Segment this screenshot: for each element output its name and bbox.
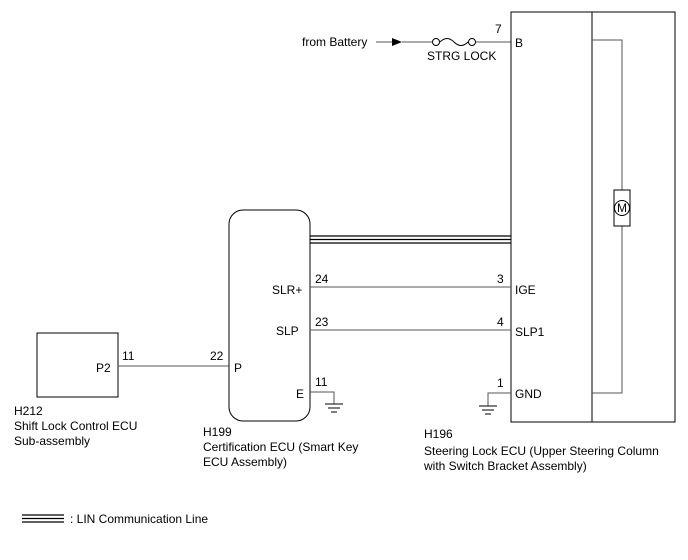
pin-e-label: E	[296, 387, 304, 401]
pin-b-label: B	[515, 36, 523, 50]
legend-lin-symbol	[22, 514, 64, 523]
pin-slr-label: SLR+	[272, 283, 302, 297]
certification-ecu-box	[228, 209, 311, 422]
motor-symbol: M	[617, 201, 627, 215]
cert-ecu-code: H199	[203, 425, 232, 439]
pin-slr-num: 24	[315, 272, 329, 286]
shift-ecu-code: H212	[14, 404, 43, 418]
pin-gnd-label: GND	[515, 387, 542, 401]
motor-icon	[614, 200, 630, 216]
pin-p2-num: 11	[122, 349, 135, 363]
battery-label: from Battery	[302, 35, 367, 49]
fuse-symbol	[432, 38, 511, 46]
lin-communication-line	[310, 235, 511, 244]
battery-arrow	[376, 38, 432, 46]
pin-ige-num: 3	[497, 272, 504, 286]
steer-ecu-name-line2: with Switch Bracket Assembly)	[423, 459, 587, 473]
pin-slp-label: SLP	[276, 324, 299, 338]
steering-lock-ecu-box	[510, 11, 676, 423]
pin-e-num: 11	[315, 375, 328, 389]
steer-ecu-name-line1: Steering Lock ECU (Upper Steering Column	[424, 444, 659, 458]
cert-ecu-name-line1: Certification ECU (Smart Key	[203, 440, 358, 454]
shift-ecu-name-line1: Shift Lock Control ECU	[14, 419, 137, 433]
pin-ige-label: IGE	[515, 283, 536, 297]
cert-ecu-name-line2: ECU Assembly)	[203, 455, 287, 469]
shift-ecu-name-line2: Sub-assembly	[14, 434, 90, 448]
pin-p-label: P	[234, 361, 242, 375]
pin-slp-num: 23	[315, 315, 329, 329]
pin-slp1-label: SLP1	[515, 325, 545, 339]
shift-lock-ecu-box	[36, 332, 119, 398]
steering-ground-symbol	[479, 392, 511, 415]
pin-b-num: 7	[495, 22, 502, 36]
pin-p-num: 22	[210, 349, 224, 363]
pin-p2-label: P2	[96, 361, 111, 375]
certification-ground-symbol	[310, 391, 343, 413]
legend-label: : LIN Communication Line	[70, 512, 208, 526]
pin-gnd-num: 1	[497, 376, 504, 390]
fuse-label: STRG LOCK	[427, 49, 496, 63]
pin-slp1-num: 4	[497, 315, 504, 329]
steer-ecu-code: H196	[424, 427, 453, 441]
